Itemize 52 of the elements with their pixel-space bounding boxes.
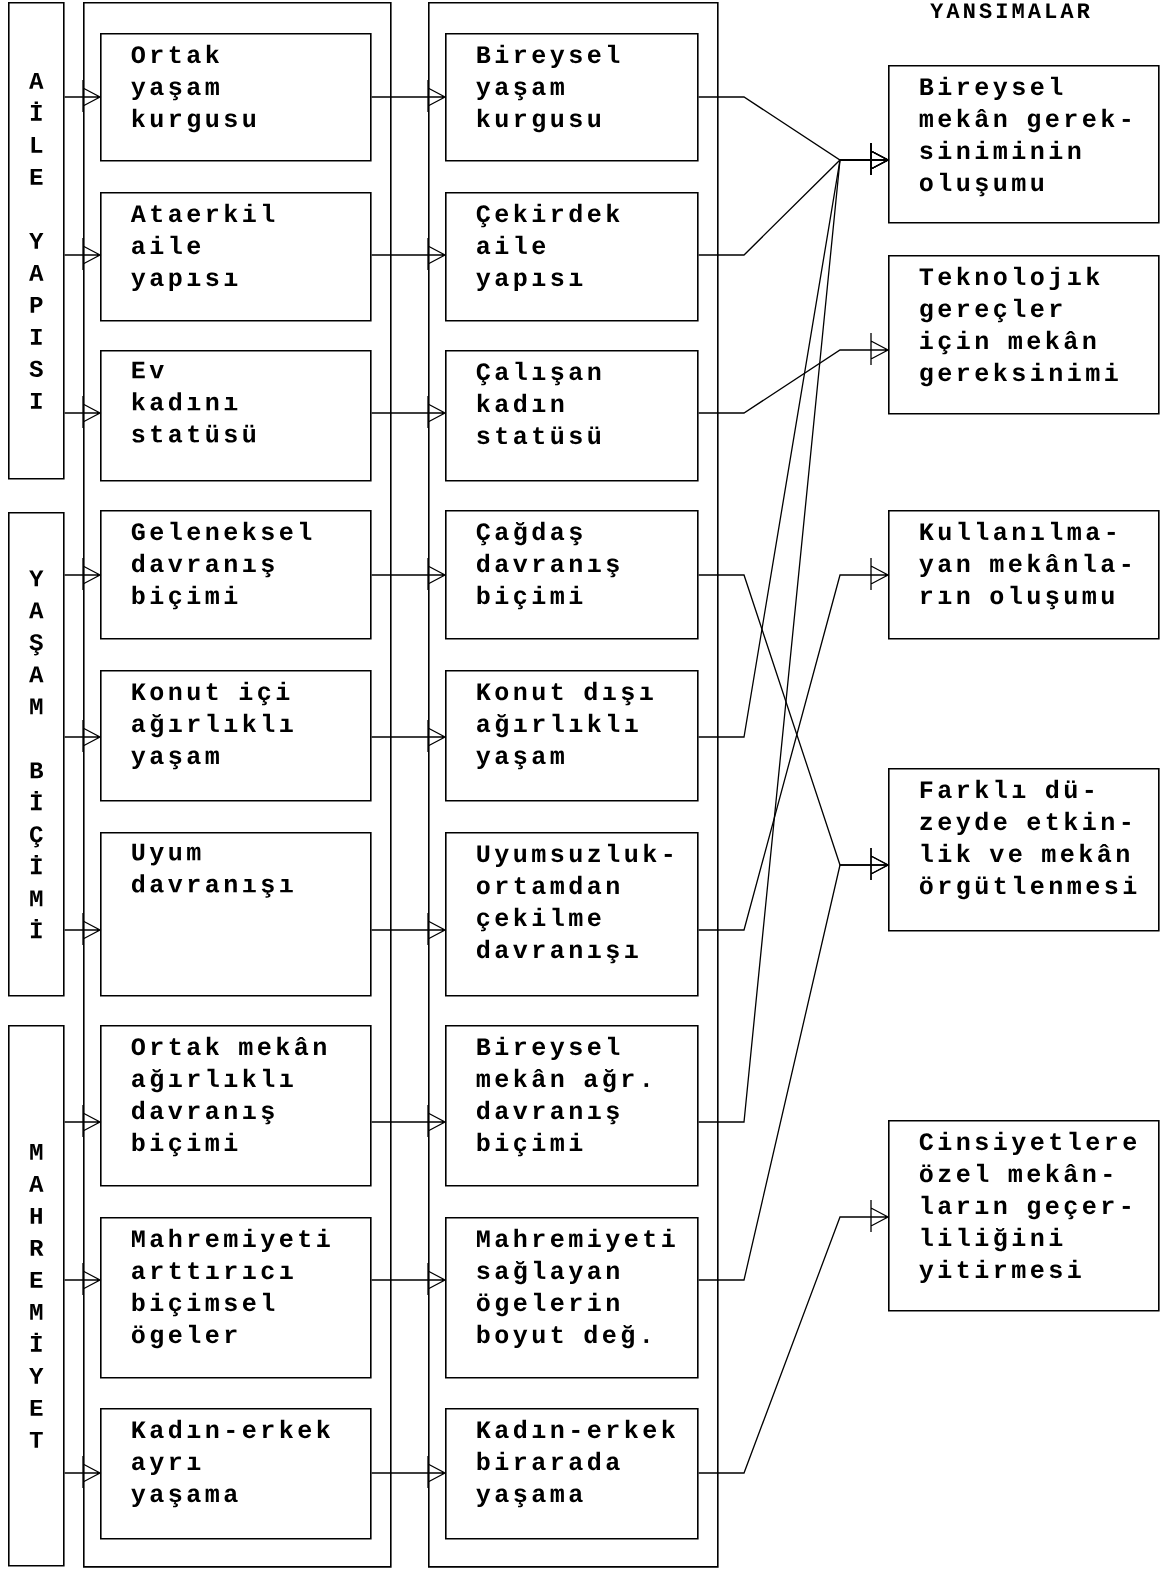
- result-box: Kullanılma- yan mekânla- rın oluşumu: [888, 510, 1160, 640]
- arrow: [370, 395, 447, 429]
- result-box: Farklı dü- zeyde etkin- lik ve mekân örgütlenmesi: [888, 768, 1160, 932]
- process-box: Çağdaş davranış biçimi: [445, 510, 699, 640]
- process-box: Ortak mekân ağırlıklı davranış biçimi: [100, 1025, 372, 1187]
- arrow: [63, 719, 102, 753]
- arrow: [63, 1262, 102, 1296]
- arrow: [697, 142, 890, 1123]
- arrow: [370, 1455, 447, 1489]
- process-box: Ortak yaşam kurgusu: [100, 33, 372, 162]
- result-box: Teknolojık gereçler için mekân gereksinimi: [888, 255, 1160, 415]
- process-box: Kadın-erkek birarada yaşama: [445, 1408, 699, 1540]
- process-box: Konut dışı ağırlıklı yaşam: [445, 670, 699, 802]
- process-box: Çalışan kadın statüsü: [445, 350, 699, 482]
- process-box: Ataerkil aile yapısı: [100, 192, 372, 322]
- process-box: Ev kadını statüsü: [100, 350, 372, 482]
- arrow: [370, 1104, 447, 1138]
- arrow: [63, 1104, 102, 1138]
- result-box: Cinsiyetlere özel mekân- ların geçer- liliğini yitirmesi: [888, 1120, 1160, 1312]
- category-band: YAŞAM BİÇİMİ: [8, 512, 65, 997]
- arrow: [697, 1199, 890, 1474]
- arrow: [370, 79, 447, 113]
- process-box: Çekirdek aile yapısı: [445, 192, 699, 322]
- arrow: [370, 237, 447, 271]
- process-box: Konut içi ağırlıklı yaşam: [100, 670, 372, 802]
- arrow: [63, 912, 102, 946]
- arrow: [370, 557, 447, 591]
- column-frame: [83, 2, 392, 1568]
- column-frame: [428, 2, 719, 1568]
- process-box: Bireysel mekân ağr. davranış biçimi: [445, 1025, 699, 1187]
- category-band: AİLE YAPISI: [8, 2, 65, 480]
- arrow: [370, 1262, 447, 1296]
- process-box: Bireysel yaşam kurgusu: [445, 33, 699, 162]
- category-band: MAHREMİYET: [8, 1025, 65, 1567]
- arrow: [697, 557, 890, 931]
- arrow: [63, 395, 102, 429]
- title-text: YANSIMALAR: [930, 3, 1090, 19]
- arrow: [63, 557, 102, 591]
- arrow: [370, 719, 447, 753]
- process-box: Mahremiyeti arttırıcı biçimsel ögeler: [100, 1217, 372, 1379]
- arrow: [63, 79, 102, 113]
- process-box: Uyum davranışı: [100, 832, 372, 997]
- process-box: Uyumsuzluk- ortamdan çekilme davranışı: [445, 832, 699, 997]
- arrow: [697, 847, 890, 1281]
- arrow: [63, 237, 102, 271]
- result-box: Bireysel mekân gerek- siniminin oluşumu: [888, 65, 1160, 224]
- process-box: Kadın-erkek ayrı yaşama: [100, 1408, 372, 1540]
- process-box: Mahremiyeti sağlayan ögelerin boyut değ.: [445, 1217, 699, 1379]
- process-box: Geleneksel davranış biçimi: [100, 510, 372, 640]
- arrow: [697, 332, 890, 414]
- arrow: [370, 912, 447, 946]
- arrow: [63, 1455, 102, 1489]
